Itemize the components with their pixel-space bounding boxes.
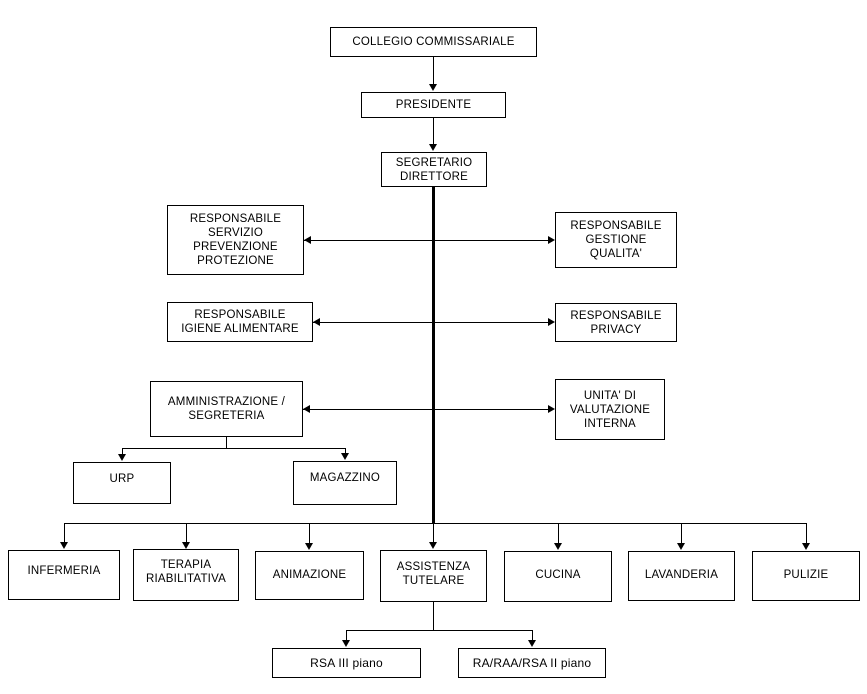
arrowhead-rsa3 [342, 640, 350, 647]
arrowhead-qualita [548, 236, 555, 244]
node-collegio-commissariale[interactable]: COLLEGIO COMMISSARIALE [330, 27, 537, 57]
connector-rsa3-drop [346, 630, 347, 640]
connector-trunk-amministrazione [303, 409, 433, 410]
connector-cucina-drop [558, 523, 559, 543]
arrowhead-cucina [554, 543, 562, 550]
node-amministrazione-segreteria[interactable]: AMMINISTRAZIONE / SEGRETERIA [150, 381, 303, 437]
connector-infermeria-drop [64, 523, 65, 542]
arrowhead-amministrazione [303, 405, 310, 413]
connector-assistenza-bus [346, 630, 533, 631]
connector-terapia-drop [186, 523, 187, 542]
connector-animazione-drop [309, 523, 310, 543]
connector-presidente-segretario [433, 118, 434, 144]
connector-trunk-unita [434, 409, 548, 410]
node-infermeria[interactable]: INFERMERIA [8, 550, 120, 600]
arrowhead-lavanderia [677, 543, 685, 550]
connector-magazzino-drop [345, 448, 346, 453]
node-responsabile-servizio-prevenzione-protezione[interactable]: RESPONSABILE SERVIZIO PREVENZIONE PROTEZ… [167, 205, 304, 275]
node-magazzino[interactable]: MAGAZZINO [293, 461, 397, 505]
arrowhead-infermeria [60, 542, 68, 549]
arrowhead-rspp [304, 236, 311, 244]
connector-pulizie-drop [806, 523, 807, 543]
arrowhead-animazione [305, 543, 313, 550]
arrowhead-presidente [429, 84, 437, 91]
connector-trunk-igiene [313, 322, 433, 323]
connector-trunk-rspp [304, 240, 433, 241]
connector-lavanderia-drop [681, 523, 682, 543]
node-rsa-iii-piano[interactable]: RSA III piano [272, 648, 421, 678]
connector-collegio-presidente [433, 57, 434, 85]
connector-amministrazione-bus [122, 448, 345, 449]
node-lavanderia[interactable]: LAVANDERIA [628, 551, 735, 601]
node-responsabile-gestione-qualita[interactable]: RESPONSABILE GESTIONE QUALITA' [555, 212, 677, 268]
node-responsabile-privacy[interactable]: RESPONSABILE PRIVACY [555, 303, 677, 342]
arrowhead-urp [118, 454, 126, 461]
arrowhead-terapia [182, 542, 190, 549]
arrowhead-assistenza [429, 542, 437, 549]
node-segretario-direttore[interactable]: SEGRETARIO DIRETTORE [381, 152, 487, 187]
node-assistenza-tutelare[interactable]: ASSISTENZA TUTELARE [380, 550, 487, 602]
node-unita-di-valutazione-interna[interactable]: UNITA' DI VALUTAZIONE INTERNA [555, 379, 665, 440]
connector-rsa2-drop [532, 630, 533, 640]
arrowhead-segretario [429, 144, 437, 151]
main-trunk-line [432, 187, 435, 524]
connector-trunk-qualita [434, 240, 548, 241]
node-ra-raa-rsa-ii-piano[interactable]: RA/RAA/RSA II piano [458, 648, 606, 678]
arrowhead-unita [548, 405, 555, 413]
arrowhead-rsa2 [528, 640, 536, 647]
connector-amministrazione-stem [226, 437, 227, 448]
node-presidente[interactable]: PRESIDENTE [361, 92, 506, 118]
node-pulizie[interactable]: PULIZIE [752, 551, 860, 601]
connector-assistenza-drop [433, 523, 434, 542]
node-animazione[interactable]: ANIMAZIONE [255, 551, 364, 600]
node-terapia-riabilitativa[interactable]: TERAPIA RIABILITATIVA [133, 549, 239, 601]
connector-assistenza-stem [433, 602, 434, 630]
node-cucina[interactable]: CUCINA [504, 551, 612, 602]
connector-trunk-privacy [434, 322, 548, 323]
arrowhead-igiene [313, 318, 320, 326]
arrowhead-magazzino [341, 453, 349, 460]
node-responsabile-igiene-alimentare[interactable]: RESPONSABILE IGIENE ALIMENTARE [167, 302, 313, 342]
node-urp[interactable]: URP [73, 462, 171, 504]
arrowhead-privacy [548, 318, 555, 326]
connector-urp-drop [122, 448, 123, 454]
arrowhead-pulizie [802, 543, 810, 550]
operational-distribution-bus [64, 523, 806, 524]
